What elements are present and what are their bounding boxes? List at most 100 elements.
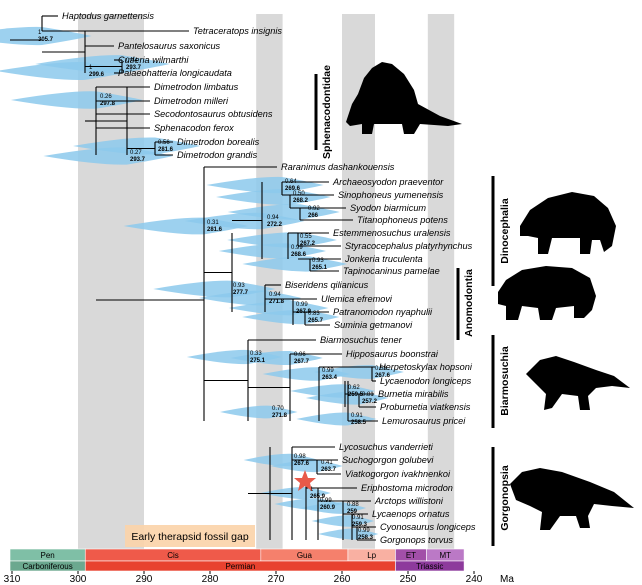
node-support: 1: [38, 30, 42, 36]
epoch-label: ET: [406, 551, 416, 560]
taxon-label: Styracocephalus platyrhynchus: [345, 241, 473, 251]
node-age: 281.6: [158, 147, 174, 153]
clade-label: Anomodontia: [463, 269, 475, 337]
node-support: 0.91: [351, 413, 363, 419]
node-age: 269.6: [285, 186, 301, 192]
node-support: 0.33: [250, 351, 262, 357]
taxon-label: Secodontosaurus obtusidens: [154, 109, 273, 119]
taxon-label: Burnetia mirabilis: [378, 389, 449, 399]
node-support: 1: [310, 487, 314, 493]
node-age: 268.6: [291, 252, 307, 258]
taxon-label: Suchogorgon golubevi: [342, 455, 434, 465]
ci-wedge: [35, 55, 170, 73]
node-age: 297.8: [100, 101, 116, 107]
period-label: Carboniferous: [23, 562, 73, 571]
node-age: 266: [308, 213, 319, 219]
node-support: 0.96: [294, 352, 306, 358]
taxon-label: Tetraceratops insignis: [193, 26, 282, 36]
taxon-label: Dimetrodon limbatus: [154, 82, 239, 92]
node-age: 305.7: [38, 37, 54, 43]
ci-wedge: [216, 189, 331, 205]
taxon-label: Palaeohatteria longicaudata: [118, 68, 232, 78]
ci-wedge: [270, 459, 343, 473]
node-support: 0.27: [130, 150, 142, 156]
ci-wedge: [227, 232, 337, 248]
clade-label: Dinocephalia: [499, 198, 511, 264]
axis-tick-label: 270: [268, 574, 285, 585]
taxon-label: Sphenacodon ferox: [154, 123, 234, 133]
node-age: 257.2: [362, 399, 378, 405]
taxon-label: Hipposaurus boonstrai: [346, 349, 439, 359]
epoch-label: Pen: [41, 551, 55, 560]
node-age: 258.3: [358, 535, 374, 541]
node-support: 0.99: [322, 368, 334, 374]
taxon-label: Jonkeria truculenta: [344, 254, 423, 264]
node-support: 0.92: [308, 206, 320, 212]
node-support: 0.55: [300, 234, 312, 240]
node-age: 267.6: [375, 373, 391, 379]
taxon-label: Lemurosaurus pricei: [382, 416, 466, 426]
ci-wedge: [262, 367, 351, 381]
taxon-label: Tapinocaninus pamelae: [343, 266, 440, 276]
taxon-label: Archaeosyodon praeventor: [332, 177, 444, 187]
ci-wedge: [242, 256, 348, 272]
node-support: 0.99: [358, 528, 370, 534]
node-age: 299.6: [89, 72, 105, 78]
node-age: 293.7: [130, 157, 146, 163]
taxon-label: Lycaenops ornatus: [372, 509, 450, 519]
ci-wedge: [206, 176, 324, 194]
node-support: 0.93: [312, 258, 324, 264]
epoch-label: MT: [440, 551, 452, 560]
axis-tick-label: 260: [334, 574, 351, 585]
taxon-label: Cyonosaurus longiceps: [380, 522, 476, 532]
anomodont-silhouette: [498, 266, 596, 320]
node-support: 0.81: [362, 392, 374, 398]
taxon-label: Lycaenodon longiceps: [380, 376, 472, 386]
ci-wedge: [10, 91, 143, 109]
node-age: 259: [347, 509, 358, 515]
gap-label: Early therapsid fossil gap: [131, 531, 248, 543]
axis-tick-label: 290: [136, 574, 153, 585]
node-support: 0.41: [321, 460, 333, 466]
clade-label: Gorgonopsia: [499, 465, 511, 530]
taxon-label: Proburnetia viatkensis: [380, 402, 471, 412]
clade-label: Biarmosuchia: [499, 346, 511, 416]
taxon-label: Ulemica efremovi: [321, 294, 393, 304]
taxon-label: Sinophoneus yumenensis: [338, 190, 444, 200]
taxon-label: Estemmenosuchus uralensis: [333, 228, 451, 238]
node-age: 272.2: [267, 222, 283, 228]
node-support: 0.62: [348, 385, 360, 391]
axis-tick-label: 310: [4, 574, 21, 585]
taxon-label: Raranimus dashankouensis: [281, 162, 395, 172]
axis-tick-label: 300: [70, 574, 87, 585]
node-age: 259.5: [348, 392, 364, 398]
node-support: 0.26: [100, 94, 112, 100]
node-age: 265.1: [312, 265, 328, 271]
period-label: Permian: [225, 562, 255, 571]
node-age: 260.9: [320, 505, 336, 511]
node-support: 0.70: [272, 406, 284, 412]
star-marker: [294, 470, 316, 491]
node-age: 271.8: [269, 299, 285, 305]
taxon-label: Dimetrodon grandis: [177, 150, 258, 160]
node-age: 267.9: [296, 309, 312, 315]
time-band-4: [427, 14, 455, 550]
taxon-label: Syodon biarmicum: [350, 203, 426, 213]
biarmosuchian-silhouette: [526, 356, 630, 410]
period-box: [395, 560, 465, 572]
taxon-label: Arctops willistoni: [374, 496, 444, 506]
node-support: 1: [89, 65, 93, 71]
node-support: 0.93: [233, 283, 245, 289]
axis-unit: Ma: [500, 574, 514, 585]
period-label: Triassic: [416, 562, 443, 571]
node-age: 259.3: [352, 522, 368, 528]
node-age: 258.5: [351, 420, 367, 426]
node-age: 267.6: [294, 461, 310, 467]
node-support: 0.94: [267, 215, 279, 221]
taxon-label: Haptodus garnettensis: [62, 11, 154, 21]
node-age: 265.9: [310, 494, 326, 500]
ci-wedge: [296, 412, 377, 426]
ci-wedge: [218, 243, 327, 259]
node-age: 267.7: [294, 359, 310, 365]
node-age: 263.4: [322, 375, 338, 381]
